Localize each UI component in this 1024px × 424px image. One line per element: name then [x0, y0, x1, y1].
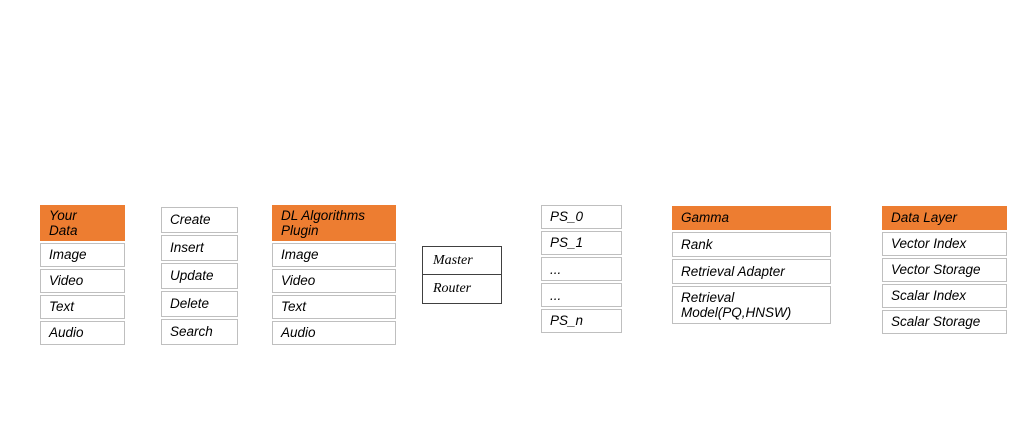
data-layer-column: Data Layer Vector Index Vector Storage S… [882, 206, 1007, 336]
ps-row-n: PS_n [541, 309, 622, 333]
plugin-row-audio: Audio [272, 321, 396, 345]
master-router-box: Master Router [422, 246, 502, 304]
operations-row-search: Search [161, 319, 238, 345]
gamma-row-rank: Rank [672, 232, 831, 257]
operations-row-insert: Insert [161, 235, 238, 261]
your-data-row-text: Text [40, 295, 125, 319]
your-data-row-image: Image [40, 243, 125, 267]
ps-row-ellipsis-1: ... [541, 257, 622, 281]
ps-row-1: PS_1 [541, 231, 622, 255]
operations-row-update: Update [161, 263, 238, 289]
dl-algorithms-plugin-header: DL Algorithms Plugin [272, 205, 396, 241]
your-data-row-audio: Audio [40, 321, 125, 345]
data-layer-row-vector-storage: Vector Storage [882, 258, 1007, 282]
your-data-row-video: Video [40, 269, 125, 293]
ps-row-0: PS_0 [541, 205, 622, 229]
ps-row-ellipsis-2: ... [541, 283, 622, 307]
operations-row-delete: Delete [161, 291, 238, 317]
dl-algorithms-plugin-column: DL Algorithms Plugin Image Video Text Au… [272, 205, 396, 347]
data-layer-row-scalar-index: Scalar Index [882, 284, 1007, 308]
plugin-row-text: Text [272, 295, 396, 319]
operations-column: Create Insert Update Delete Search [161, 207, 238, 347]
plugin-row-image: Image [272, 243, 396, 267]
your-data-header: Your Data [40, 205, 125, 241]
operations-row-create: Create [161, 207, 238, 233]
gamma-column: Gamma Rank Retrieval Adapter Retrieval M… [672, 206, 831, 326]
gamma-row-retrieval-model: Retrieval Model(PQ,HNSW) [672, 286, 831, 324]
master-row: Master [422, 246, 502, 275]
your-data-column: Your Data Image Video Text Audio [40, 205, 125, 347]
data-layer-header: Data Layer [882, 206, 1007, 230]
data-layer-row-scalar-storage: Scalar Storage [882, 310, 1007, 334]
plugin-row-video: Video [272, 269, 396, 293]
gamma-row-retrieval-adapter: Retrieval Adapter [672, 259, 831, 284]
data-layer-row-vector-index: Vector Index [882, 232, 1007, 256]
gamma-header: Gamma [672, 206, 831, 230]
router-row: Router [422, 275, 502, 304]
ps-nodes-column: PS_0 PS_1 ... ... PS_n [541, 205, 622, 335]
